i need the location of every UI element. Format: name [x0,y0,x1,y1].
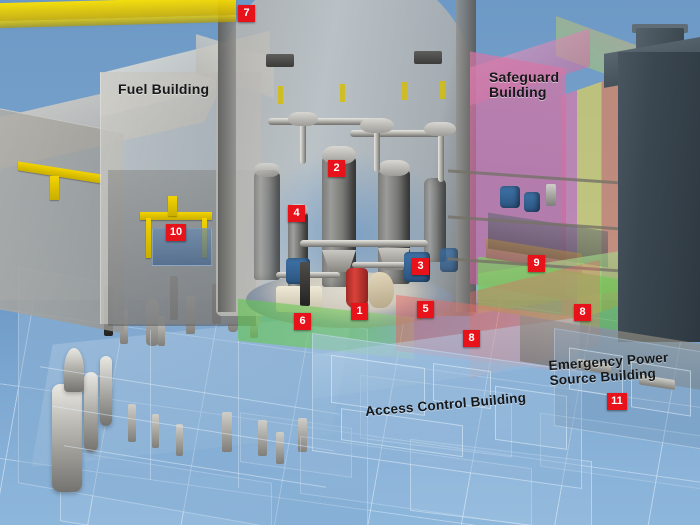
pipe-bell-b [360,118,394,133]
access-control-interior-wall [433,363,491,410]
auxiliary-vessel [424,178,446,262]
polar-crane-trolley-left [266,54,294,67]
marker-4[interactable]: 4 [288,205,305,222]
dark-building-body [618,52,700,342]
containment-support-column [300,262,310,306]
marker-1[interactable]: 1 [351,303,368,320]
marker-8-safeguard[interactable]: 8 [574,304,591,321]
pipe-bell-c [424,122,456,136]
emergency-power-interior-wall [569,347,623,398]
polar-crane-leg-b [340,84,345,102]
reactor-pressure-vessel [346,268,368,308]
polar-crane-leg-a [278,86,283,104]
safeguard-tank-a [546,184,556,206]
marker-8-foreground[interactable]: 8 [463,330,480,347]
containment-wall-left [218,0,236,312]
coolant-pipe-upper [268,118,380,125]
polar-crane-leg-d [440,81,445,99]
marker-2[interactable]: 2 [328,160,345,177]
marker-9[interactable]: 9 [528,255,545,272]
steam-generator-1-skirt [322,250,356,272]
marker-3[interactable]: 3 [412,258,429,275]
riser-pipe-a [300,120,306,164]
coolant-pipe-mid-2 [352,262,428,268]
polar-crane-leg-c [402,82,407,100]
polar-crane-trolley-right [414,51,442,64]
marker-7[interactable]: 7 [238,5,255,22]
riser-pipe-b [374,130,380,172]
steam-generator-2-head [378,160,410,176]
marker-6[interactable]: 6 [294,313,311,330]
riser-pipe-c [438,134,444,182]
steam-generator-1-head [322,146,356,164]
reactor-internals [368,272,394,308]
marker-5[interactable]: 5 [417,301,434,318]
emergency-power-interior-wall [631,361,691,417]
safeguard-pump-b [524,192,540,212]
fuel-handling-crane-mast [168,196,177,216]
safeguard-pump-a [500,186,520,208]
steam-generator-3 [254,170,280,280]
fuel-handling-crane-leg-a [146,218,151,258]
marker-11[interactable]: 11 [607,393,627,410]
fuel-building-crane-left-hook [50,176,59,200]
pipe-bell-a [288,112,318,126]
access-control-interior-wall [331,354,425,416]
coolant-pipe-mid [300,240,428,247]
steam-generator-3-head [254,163,280,177]
coolant-pipe-upper-2 [350,130,444,137]
fuel-handling-crane [140,212,212,220]
marker-10[interactable]: 10 [166,224,186,241]
